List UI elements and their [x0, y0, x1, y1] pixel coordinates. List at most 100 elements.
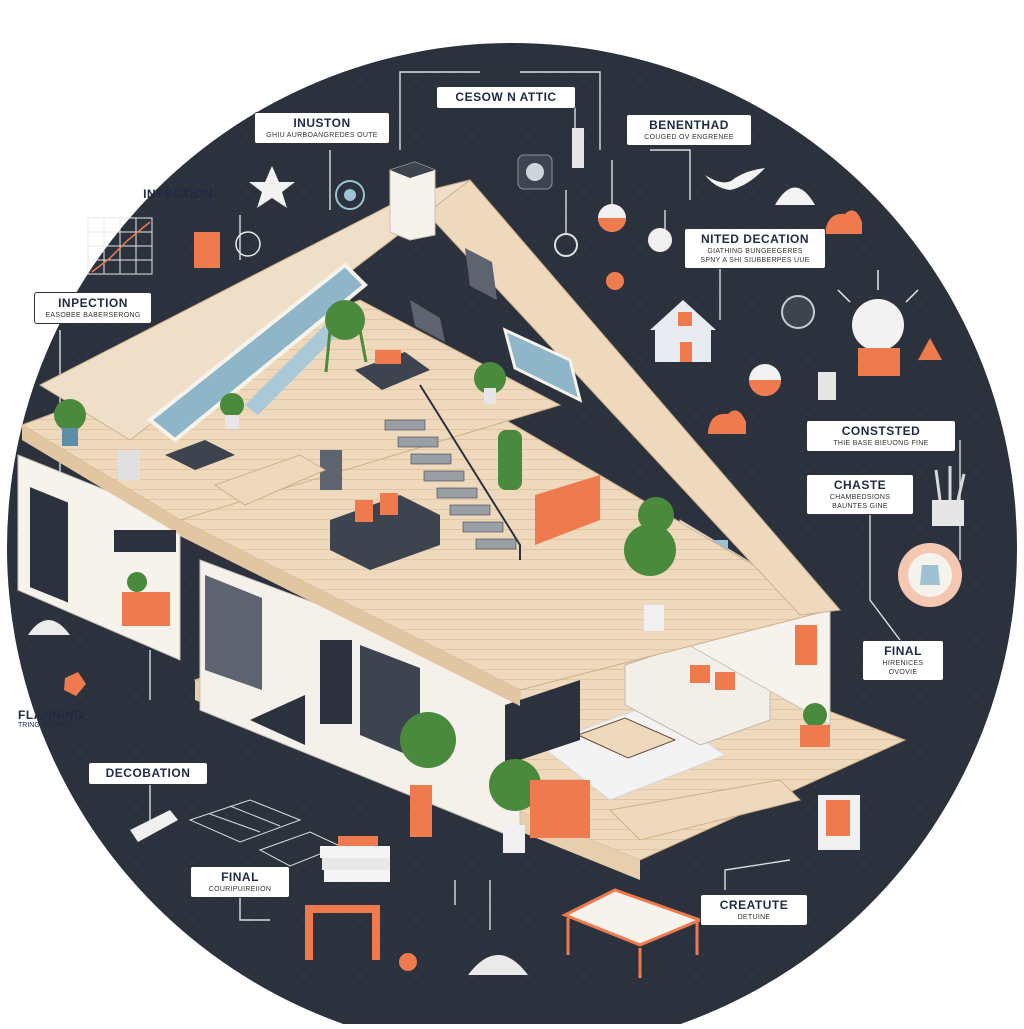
skylight-left	[146, 262, 368, 443]
connector-lines	[59, 71, 961, 930]
label-final-right-title: FINAL	[884, 644, 922, 658]
coin-right-icon	[606, 272, 624, 290]
sideboard	[535, 475, 600, 545]
roof-window-top	[465, 248, 497, 300]
gear-icon	[898, 543, 962, 607]
phone-screen-icon	[826, 800, 850, 836]
cloud-2-icon	[708, 410, 746, 434]
label-inspection-1-title: INPECTION	[143, 187, 213, 201]
label-creative: CREATUTE DETUINE	[700, 894, 808, 926]
wall-art-left	[30, 487, 68, 603]
staircase	[384, 419, 517, 550]
cushion	[690, 665, 710, 683]
tag-icon	[572, 128, 584, 168]
doorway	[205, 575, 262, 690]
attic-floor-edge	[22, 425, 180, 535]
label-cheaste: CHASTE CHAMBEDSIONS BAUNTES GINE	[806, 474, 914, 515]
label-creative-sub: DETUINE	[737, 914, 771, 921]
attic-house-cutaway	[17, 161, 907, 880]
label-planning: FLANNING TRING BESNGE	[18, 708, 84, 729]
label-top-right-title: BENENTHAD	[649, 118, 729, 132]
lamp-icon	[28, 620, 70, 635]
ruler-icon	[130, 810, 178, 842]
target-icon-core	[344, 189, 356, 201]
star-icon	[249, 166, 295, 208]
tv-unit	[505, 680, 580, 765]
label-top-center-title: CESOW N ATTIC	[455, 90, 557, 104]
hallway-floor	[250, 695, 305, 745]
label-decoration-title: DECOBATION	[105, 766, 191, 780]
label-final-right: FINAL HIRENICES OVOVIE	[862, 640, 944, 681]
label-cheaste-sub1: CHAMBEDSIONS	[829, 494, 891, 501]
label-planning-title: FLANNING	[18, 708, 84, 722]
switch-icon	[818, 372, 836, 400]
label-consisted: CONSTSTED THIE BASE BIEUONG FINE	[806, 420, 956, 452]
plant-left-icon	[54, 399, 86, 446]
hanging-plant-icon	[324, 300, 368, 373]
ceiling-lamp-icon	[775, 187, 815, 205]
wall-frame-right	[795, 625, 817, 665]
stair-rail	[419, 384, 521, 560]
pendant-lamp-bottom-icon	[468, 955, 528, 975]
plant-loft-icon	[220, 393, 244, 429]
label-top-left-sub: GHIU AURBOANGREDES OUTE	[266, 132, 378, 139]
plant-floor-right-icon	[800, 703, 830, 747]
chimney-top	[390, 162, 435, 178]
roof-slope-left	[38, 179, 471, 441]
coin-icon	[399, 953, 417, 971]
label-final-bottom-sub: COURIPUIREIION	[208, 886, 272, 893]
roof-window-mid	[410, 300, 445, 342]
label-cheaste-sub2: BAUNTES GINE	[832, 503, 888, 510]
speaker-cone-icon	[526, 163, 544, 181]
label-inter-decoration-title: NITED DECATION	[700, 232, 810, 246]
tree-living-icon	[489, 759, 541, 853]
orange-cone-icon	[918, 338, 942, 360]
bird-icon	[705, 168, 765, 190]
pendant-light-shade	[598, 218, 626, 232]
accent-cushion	[355, 500, 373, 522]
label-inter-decoration: NITED DECATION GIATHING BUNGEEGERES SPNY…	[684, 228, 826, 269]
note-card-icon	[194, 232, 220, 268]
label-planning-sub: TRING BESNGE	[18, 722, 71, 729]
daybed	[355, 352, 430, 390]
smart-device-icon	[781, 295, 815, 329]
step-platform	[608, 779, 801, 841]
lamp-box	[320, 450, 342, 490]
label-final-bottom-title: FINAL	[221, 870, 259, 884]
books-icon	[320, 836, 390, 882]
label-inspection-2: INPECTION EASOBEE BABERSERONG	[34, 292, 152, 324]
label-inspection-1: INPECTION	[120, 184, 236, 205]
target-icon	[335, 180, 365, 210]
dining-table	[165, 440, 235, 470]
house-icon	[650, 300, 716, 362]
year-label: 2025	[486, 62, 519, 77]
clock-icon	[235, 231, 261, 257]
label-final-right-sub2: OVOVIE	[888, 669, 918, 676]
label-inspection-2-title: INPECTION	[58, 296, 128, 310]
bin	[118, 450, 140, 480]
label-decoration: DECOBATION	[88, 762, 208, 785]
label-inspection-2-sub: EASOBEE BABERSERONG	[45, 312, 141, 319]
tree-lower-icon	[400, 712, 456, 837]
brushes-icon	[932, 466, 966, 526]
orange-cabinet	[530, 780, 590, 838]
coffee-table	[576, 717, 677, 759]
round-light-icon	[554, 233, 578, 257]
label-top-center: CESOW N ATTIC	[436, 86, 576, 109]
chart-icon	[87, 217, 153, 275]
label-consisted-title: CONSTSTED	[841, 424, 921, 438]
plant-stairs-icon	[474, 362, 506, 404]
bulb-icon	[852, 299, 904, 376]
label-inter-decoration-sub1: GIATHING BUNGEEGERES	[707, 248, 803, 255]
label-cheaste-title: CHASTE	[833, 478, 887, 492]
label-top-left-title: INUSTON	[293, 116, 351, 130]
label-top-left: INUSTON GHIU AURBOANGREDES OUTE	[254, 112, 390, 144]
plant-wall-icon	[498, 430, 522, 490]
daybed-pillow	[375, 350, 401, 364]
loft-steps	[213, 454, 327, 506]
tree-right-icon	[624, 497, 676, 631]
bulb-rays	[837, 270, 919, 303]
accent-cushion-2	[380, 493, 398, 515]
